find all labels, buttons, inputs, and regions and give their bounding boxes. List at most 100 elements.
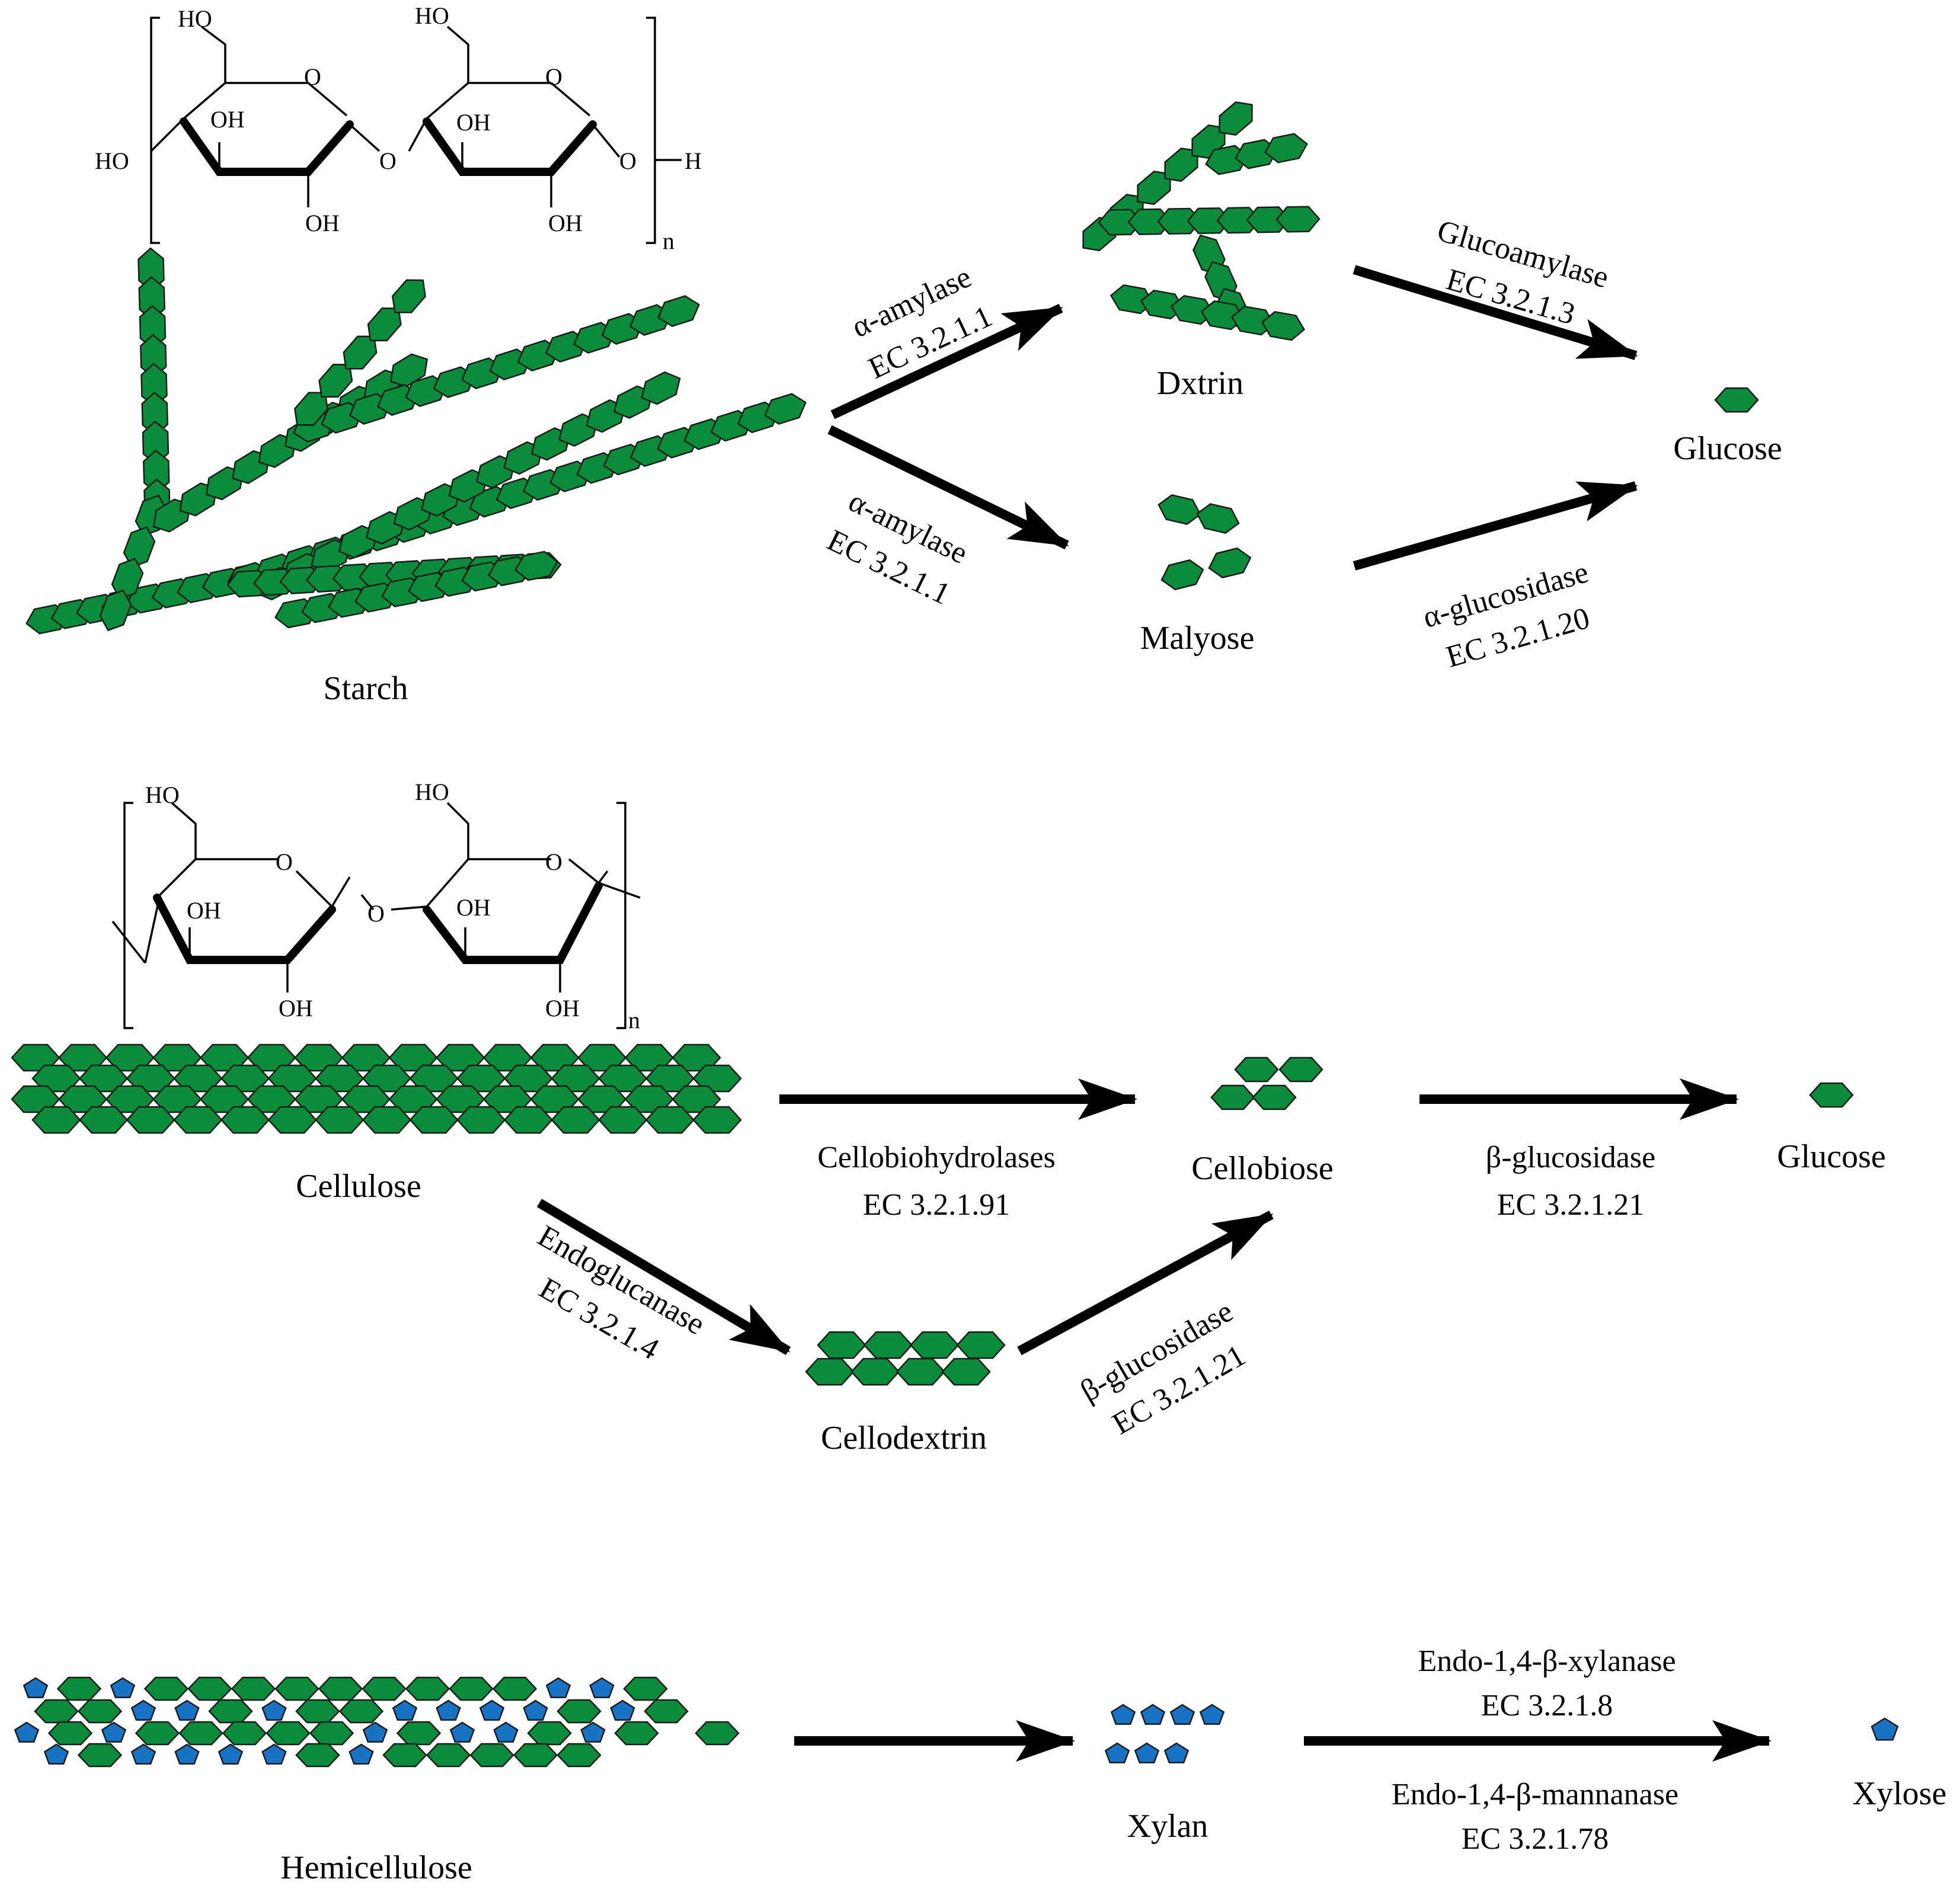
- starch-glucose-product: [1714, 387, 1759, 413]
- cellulose-oh-3: OH: [279, 995, 313, 1022]
- cellodextrin-glucose-unit: [896, 1358, 946, 1386]
- arrow-cellodextrin-to-cellobiose: [1017, 1210, 1274, 1356]
- hemicellulose-glucose-unit: [527, 1721, 572, 1746]
- hemicellulose-enzyme-2: Endo-1,4-β-mannanase EC 3.2.1.78: [1392, 1778, 1678, 1856]
- hemicellulose-glucose-unit: [208, 1699, 253, 1724]
- hemicellulose-glucose-unit: [449, 1676, 494, 1701]
- hemicellulose-glucose-unit: [492, 1676, 538, 1701]
- cellulose-oh-4: OH: [545, 995, 580, 1022]
- cellulose-ho-top-2: HO: [415, 779, 449, 805]
- hemicellulose-glucose-unit: [231, 1676, 276, 1701]
- xylan-xylose-unit: [1134, 1742, 1160, 1763]
- starch-glucose-unit: [99, 589, 132, 632]
- cellulose-oh-2: OH: [456, 894, 491, 921]
- starch-oh-4: OH: [548, 210, 583, 236]
- hemicellulose-xylose-unit: [589, 1677, 615, 1698]
- hemicellulose-xylose-unit: [362, 1721, 388, 1743]
- starch-glucose-unit: [641, 371, 681, 405]
- hemicellulose-xylose-unit: [479, 1699, 505, 1721]
- enzyme-ec: EC 3.2.1.8: [1481, 1689, 1613, 1723]
- enzyme-name: Endo-1,4-β-mannanase: [1392, 1778, 1678, 1811]
- hemicellulose-xylose-unit: [449, 1721, 475, 1743]
- hemicellulose-glucose-unit: [295, 1699, 340, 1724]
- hemicellulose-glucose-unit: [513, 1743, 558, 1768]
- cellodextrin-glucose-unit: [863, 1331, 913, 1359]
- cellulose-enzyme-4: β-glucosidase EC 3.2.1.21: [1486, 1141, 1655, 1222]
- hemicellulose-xylose-unit: [174, 1743, 200, 1765]
- maltose-glucose-unit: [1160, 559, 1204, 591]
- starch-end-o: O: [619, 148, 637, 174]
- hemicellulose-glucose-unit: [56, 1676, 102, 1701]
- dextrin-glucose-unit: [1264, 133, 1308, 164]
- hemicellulose-xylose-unit: [218, 1743, 244, 1765]
- cellulose-bracket-left: [123, 802, 133, 1029]
- starch-glucose-unit: [392, 279, 426, 313]
- hemicellulose-glucose-unit: [34, 1699, 79, 1724]
- cellulose-oh-1: OH: [187, 897, 221, 924]
- hemicellulose-glucose-unit: [274, 1676, 319, 1701]
- hemicellulose-glucose-unit: [695, 1721, 740, 1746]
- maltose-label: Malyose: [1140, 620, 1255, 657]
- cellodextrin-glucose-unit: [817, 1331, 867, 1359]
- hemicellulose-label: Hemicellulose: [280, 1849, 472, 1886]
- hemicellulose-xylose-unit: [101, 1721, 127, 1743]
- xylose-product: [1871, 1717, 1899, 1741]
- xylan-xylose-unit: [1163, 1742, 1190, 1763]
- dextrin-label: Dxtrin: [1157, 365, 1243, 402]
- hemicellulose-xylose-unit: [493, 1721, 519, 1743]
- hemicellulose-glucose-unit: [318, 1676, 363, 1701]
- hemicellulose-xylose-unit: [261, 1699, 287, 1721]
- hemicellulose-glucose-unit: [362, 1676, 407, 1701]
- cellulose-glucose-label: Glucose: [1777, 1138, 1886, 1175]
- starch-oh-1: OH: [210, 106, 245, 133]
- starch-end-h: H: [685, 148, 702, 174]
- cellodextrin-glucose-unit: [941, 1358, 991, 1386]
- arrow-starch-to-dextrin: [830, 303, 1063, 420]
- cellulose-ring-o-2: O: [545, 849, 562, 875]
- xylan-xylose-unit: [1140, 1704, 1166, 1725]
- hemicellulose-xylose-unit: [348, 1743, 374, 1765]
- cellobiose-glucose-unit: [1234, 1057, 1279, 1083]
- hemicellulose-xylose-unit: [43, 1743, 69, 1765]
- dextrin-glucose-unit: [1261, 310, 1306, 341]
- hemicellulose-xylose-unit: [392, 1699, 418, 1721]
- cellobiose-glucose-unit: [1210, 1084, 1255, 1110]
- starch-glucose-label: Glucose: [1673, 430, 1782, 467]
- starch-ring-1-bonds: [150, 82, 348, 152]
- enzyme-ec: EC 3.2.1.21: [1497, 1188, 1644, 1222]
- hemicellulose-glucose-unit: [469, 1743, 514, 1768]
- starch-bracket-right: [646, 17, 656, 244]
- hemicellulose-xylose-unit: [130, 1699, 156, 1721]
- arrow-cellulose-to-cellodextrin: [536, 1199, 791, 1355]
- cellulose-glucose-product: [1809, 1082, 1854, 1108]
- hemicellulose-glucose-unit: [178, 1721, 223, 1746]
- hemicellulose-glucose-unit: [557, 1743, 602, 1768]
- hemicellulose-glucose-unit: [309, 1721, 354, 1746]
- cellulose-ring-o-1: O: [276, 849, 293, 875]
- starch-ring-o-2: O: [545, 63, 562, 90]
- hemicellulose-glucose-unit: [77, 1743, 123, 1768]
- cellodextrin-glucose-unit: [956, 1331, 1006, 1359]
- hemicellulose-xylose-unit: [110, 1677, 136, 1698]
- cellodextrin-glucose-unit: [850, 1358, 900, 1386]
- hemicellulose-glucose-unit: [47, 1721, 93, 1746]
- cellodextrin-label: Cellodextrin: [821, 1420, 987, 1456]
- dextrin-glucose-unit: [1219, 101, 1253, 136]
- cellodextrin-glucose-unit: [805, 1358, 855, 1386]
- hemicellulose-glucose-unit: [426, 1743, 471, 1768]
- xylose-label: Xylose: [1853, 1775, 1947, 1812]
- starch-ho-top-2: HO: [415, 2, 449, 29]
- cellulose-n-subscript: n: [628, 1007, 640, 1033]
- xylan-xylose-unit: [1110, 1704, 1136, 1725]
- hemicellulose-xylose-unit: [436, 1699, 461, 1721]
- maltose-glucose-unit: [1196, 503, 1240, 534]
- xylan-xylose-unit: [1169, 1704, 1195, 1725]
- cellulose-glucose-unit: [692, 1106, 742, 1134]
- monomer-layer: [11, 101, 1899, 1768]
- arrow-starch-to-maltose: [827, 425, 1069, 550]
- hemicellulose-glucose-unit: [396, 1721, 442, 1746]
- dextrin-glucose-unit: [1275, 206, 1320, 233]
- starch-structure: HO HO O O OH OH OH OH HO O O H n: [95, 2, 702, 254]
- hemicellulose-glucose-unit: [382, 1743, 427, 1768]
